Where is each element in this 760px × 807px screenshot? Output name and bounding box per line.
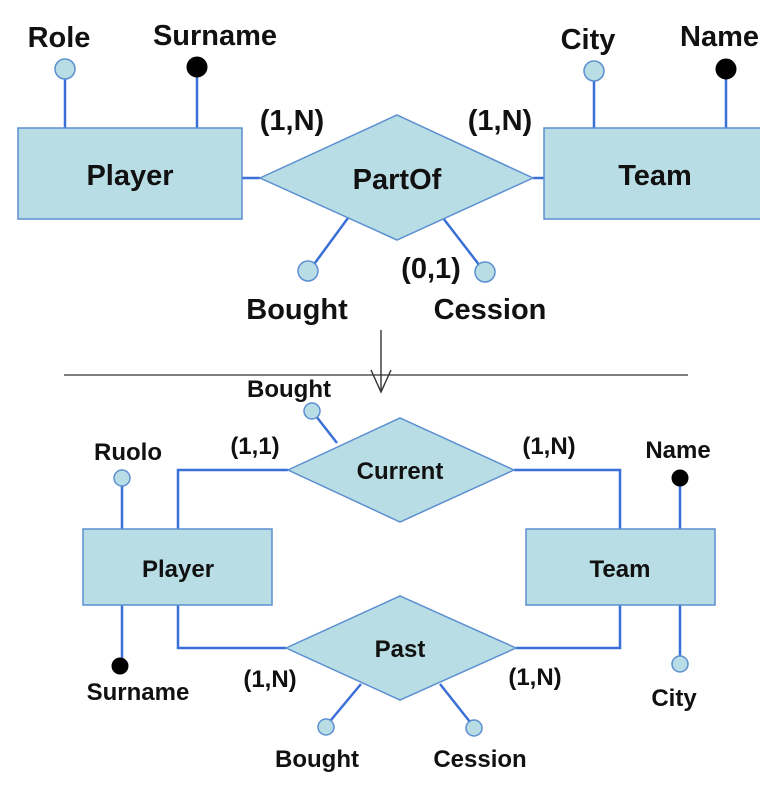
- link-past-team: [516, 605, 622, 650]
- bottom-player-entity[interactable]: [82, 528, 273, 606]
- cession-attribute-icon: [474, 261, 496, 283]
- card-player-partof: (1,N): [260, 105, 324, 137]
- past-label: Past: [375, 636, 426, 663]
- bottom-name-label: Name: [645, 437, 710, 464]
- bottom-player-label: Player: [142, 556, 214, 583]
- top-diagram: Player Team PartOf Role Surname City Nam…: [17, 20, 760, 326]
- past-cession-label: Cession: [433, 746, 526, 773]
- past-bought-attribute-icon: [317, 718, 335, 736]
- transformation-separator: [64, 330, 688, 394]
- name-key-attribute-icon: [715, 58, 737, 80]
- current-bought-label: Bought: [247, 376, 331, 403]
- city-label: City: [561, 24, 616, 56]
- bought-label: Bought: [246, 294, 348, 326]
- link-current-team: [514, 468, 622, 529]
- card-past-team: (1,N): [508, 664, 561, 691]
- bottom-team-entity[interactable]: [525, 528, 716, 606]
- card-current-team: (1,N): [522, 433, 575, 460]
- link-player-current: [176, 468, 288, 529]
- ruolo-label: Ruolo: [94, 439, 162, 466]
- top-player-label: Player: [86, 160, 173, 192]
- bottom-surname-key-attribute-icon: [111, 657, 129, 675]
- link-bought: [310, 217, 350, 268]
- bottom-surname-label: Surname: [87, 679, 190, 706]
- bottom-name-key-attribute-icon: [671, 469, 689, 487]
- current-relationship[interactable]: [286, 417, 516, 523]
- bottom-city-label: City: [651, 685, 697, 712]
- top-team-label: Team: [618, 160, 692, 192]
- top-partof-relationship[interactable]: [258, 114, 535, 241]
- bottom-diagram: Player Team Current Past Ruolo Surname N…: [82, 376, 716, 773]
- past-bought-label: Bought: [275, 746, 359, 773]
- link-cession: [442, 217, 481, 267]
- bottom-city-attribute-icon: [671, 655, 689, 673]
- role-label: Role: [28, 22, 91, 54]
- ruolo-attribute-icon: [113, 469, 131, 487]
- card-cession: (0,1): [401, 253, 461, 285]
- past-relationship[interactable]: [284, 595, 518, 701]
- card-current-player: (1,1): [230, 433, 279, 460]
- link-past-cession: [439, 683, 475, 728]
- card-past-player: (1,N): [243, 666, 296, 693]
- top-team-entity[interactable]: [543, 127, 760, 220]
- past-cession-attribute-icon: [465, 719, 483, 737]
- current-bought-attribute-icon: [303, 402, 321, 420]
- surname-key-attribute-icon: [186, 56, 208, 78]
- cession-label: Cession: [434, 294, 547, 326]
- link-player-past: [176, 605, 286, 650]
- link-past-bought: [325, 683, 362, 727]
- city-attribute-icon: [583, 60, 605, 82]
- current-label: Current: [357, 458, 444, 485]
- down-arrow-icon: [370, 330, 392, 394]
- bought-attribute-icon: [297, 260, 319, 282]
- role-attribute-icon: [54, 58, 76, 80]
- top-partof-label: PartOf: [353, 164, 442, 196]
- top-player-entity[interactable]: [17, 127, 243, 220]
- surname-label: Surname: [153, 20, 277, 52]
- name-label: Name: [680, 21, 759, 53]
- card-team-partof: (1,N): [468, 105, 532, 137]
- bottom-team-label: Team: [590, 556, 651, 583]
